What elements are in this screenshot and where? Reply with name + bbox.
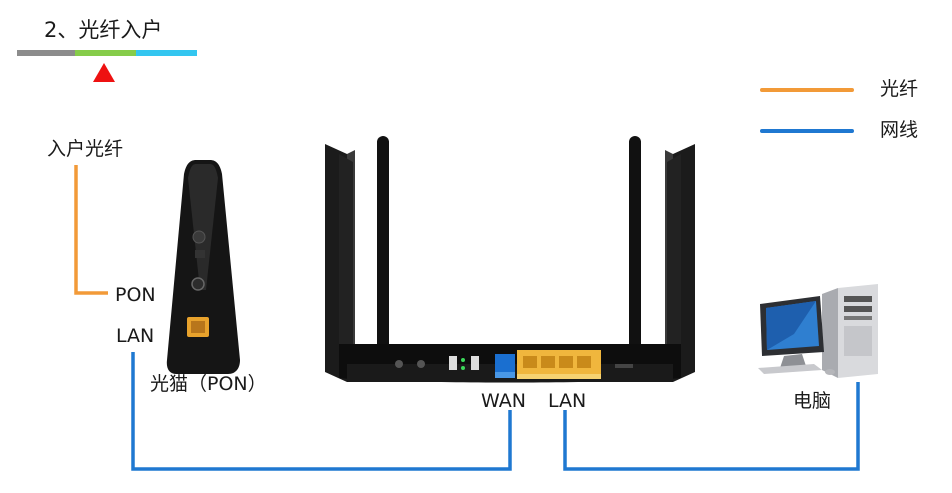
wan-port-label: WAN — [481, 390, 526, 412]
legend-fiber-line — [760, 88, 854, 92]
ont-to-router-cable — [131, 352, 512, 471]
ont-lan-port-label: LAN — [116, 325, 155, 347]
incoming-fiber-label: 入户光纤 — [47, 138, 124, 160]
legend-fiber-label: 光纤 — [880, 78, 919, 100]
optical-modem-icon — [166, 160, 240, 374]
legend-network-line — [760, 129, 854, 133]
desktop-computer-icon — [758, 282, 882, 378]
fiber-cable — [74, 165, 108, 295]
ont-name-label: 光猫（PON） — [150, 373, 267, 395]
pon-port-label: PON — [115, 284, 156, 306]
computer-label: 电脑 — [793, 390, 832, 412]
router-to-pc-cable — [563, 382, 860, 471]
step-segment-1 — [17, 50, 75, 56]
step-segment-3 — [136, 50, 197, 56]
router-lan-port-label: LAN — [548, 390, 587, 412]
legend-network-label: 网线 — [880, 119, 919, 141]
current-step-pointer-icon — [93, 63, 115, 82]
step-progress-bar — [17, 50, 197, 56]
step-title: 2、光纤入户 — [44, 18, 163, 42]
step-segment-2 — [75, 50, 136, 56]
wireless-router-icon — [325, 132, 695, 390]
